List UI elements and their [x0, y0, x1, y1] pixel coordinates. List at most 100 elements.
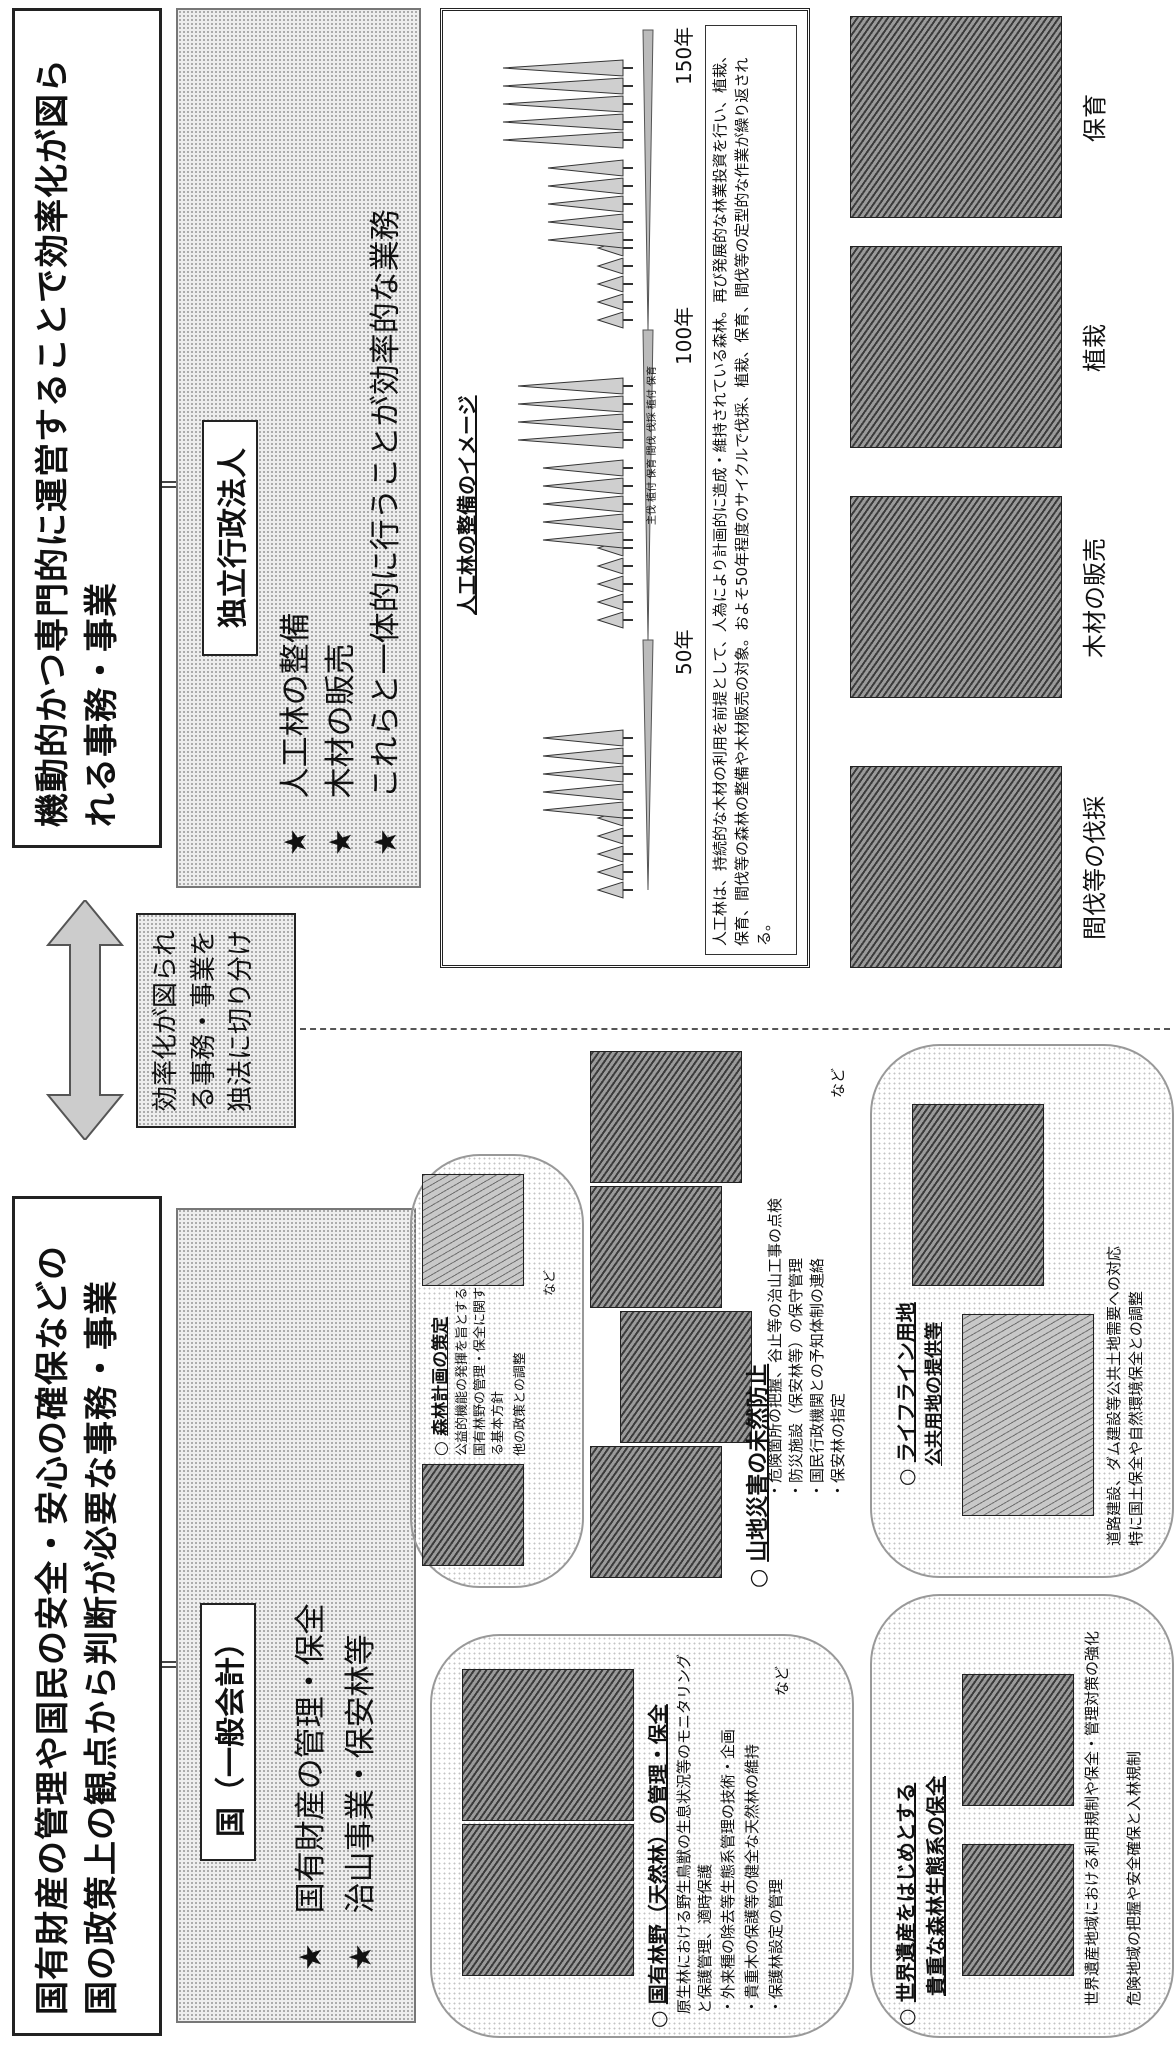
- forest-plan-photo-2: [422, 1174, 524, 1286]
- lifeline-line-2: 特に国土保全や自然環境保全との調整: [1127, 1291, 1145, 1546]
- natural-forest-nado: など: [773, 1665, 791, 1696]
- heritage-line-2: 危険地域の把握や安全確保と入林規制: [1125, 1750, 1143, 2006]
- right-panel-title: 独立行政法人: [202, 420, 258, 656]
- right-item-2: ★ 木材の販売: [323, 643, 359, 856]
- caption-thinning: 間伐等の伐採: [1081, 796, 1109, 940]
- tree-icon: [542, 783, 624, 801]
- caption-nurturing: 保育: [1081, 94, 1109, 142]
- lifeline-line-1: 道路建設、ダム建設等公共土地需要への対応: [1105, 1245, 1123, 1546]
- circle-icon: ○: [894, 1462, 918, 1486]
- mountain-section: ○ 山地災害の未然防止 ・危険箇所の把握、谷止等の治山工事の点検 ・防災施設（保…: [590, 1048, 850, 1588]
- tree-icon: [547, 213, 624, 231]
- tree-icon: [542, 513, 624, 531]
- tree-icon: [542, 765, 624, 783]
- tree-icon: [517, 395, 624, 413]
- tree-icon: [596, 311, 624, 329]
- tree-icon: [502, 131, 624, 149]
- right-header-text: 機動的かつ専門的に運営することで効率化が図られる事務・事業: [33, 58, 123, 827]
- left-header-text: 国有財産の管理や国民の安全・安心の確保などの国の政策上の観点から判断が必要な事務…: [33, 1245, 123, 2015]
- tree-icon: [547, 177, 624, 195]
- right-header-box: 機動的かつ専門的に運営することで効率化が図られる事務・事業: [12, 8, 162, 848]
- left-item-2: ★ 治山事業・保安林等: [343, 1634, 379, 1971]
- lifeline-photo-1: [962, 1314, 1094, 1516]
- heritage-line-1: 世界遺産地域における利用規制や保全・管理対策の強化: [1083, 1630, 1101, 2006]
- forest-image-panel: 人工林の整備のイメージ 主伐 植付 保育 間伐 伐採 植付 保育 50年 100…: [440, 8, 810, 968]
- tree-icon: [596, 293, 624, 311]
- tree-icon: [542, 477, 624, 495]
- circle-icon: ○: [894, 2002, 918, 2026]
- tree-icon: [596, 863, 624, 881]
- tree-icon: [596, 611, 624, 629]
- mountain-line-4: ・保安林の指定: [829, 1392, 847, 1498]
- star-icon: ★: [343, 1943, 379, 1971]
- natural-forest-line-1: 原生林における野生鳥獣の生息状況等のモニタリングと保護管理、適時保護: [675, 1653, 714, 2014]
- natural-forest-bubble: ○ 国有林野（天然林）の管理・保全 原生林における野生鳥獣の生息状況等のモニタリ…: [430, 1634, 854, 2038]
- nurturing-photo: [850, 16, 1062, 218]
- tree-icon: [502, 77, 624, 95]
- left-panel-title: 国（一般会計）: [200, 1603, 256, 1861]
- mountain-photo-1: [590, 1446, 722, 1578]
- center-divider: [300, 1028, 1170, 1030]
- right-item-1: ★ 人工林の整備: [278, 612, 314, 856]
- star-icon: ★: [293, 1943, 329, 1971]
- tree-icon: [517, 413, 624, 431]
- lifeline-photo-2: [912, 1104, 1044, 1286]
- lifeline-title-2: 公共用地の提供等: [924, 1322, 945, 1466]
- natural-forest-line-2: ・外来種の除去等生態系管理の技術・企画: [719, 1728, 737, 2014]
- left-item-1: ★ 国有財産の管理・保全: [293, 1603, 329, 1971]
- tree-icon: [502, 95, 624, 113]
- mountain-photo-4: [590, 1051, 742, 1183]
- star-icon: ★: [323, 828, 359, 856]
- tree-icon: [502, 59, 624, 77]
- year-50: 50年: [672, 629, 696, 675]
- heritage-photo-1: [962, 1844, 1074, 1976]
- tree-icon: [596, 275, 624, 293]
- circle-icon: ○: [431, 1435, 451, 1456]
- double-arrow-icon: [45, 900, 125, 1140]
- forest-plan-photo-1: [422, 1464, 524, 1566]
- natural-forest-line-4: ・保護林設定の管理: [767, 1878, 785, 2014]
- tree-icon: [542, 801, 624, 819]
- timber-sales-photo: [850, 496, 1062, 698]
- mountain-line-2: ・防災施設（保安林等）の保守管理: [787, 1257, 805, 1498]
- heritage-photo-2: [962, 1674, 1074, 1806]
- lifeline-bubble: ○ ライフライン用地 公共用地の提供等 道路建設、ダム建設等公共土地需要への対応…: [870, 1044, 1174, 1578]
- natural-forest-photo-2: [462, 1669, 634, 1821]
- tree-icon: [596, 881, 624, 899]
- stage-labels: 主伐 植付 保育 間伐 伐採 植付 保育: [647, 365, 658, 525]
- heritage-title-2: 貴重な森林生態系の保全: [924, 1776, 948, 1996]
- left-header-box: 国有財産の管理や国民の安全・安心の確保などの国の政策上の観点から判断が必要な事務…: [12, 1196, 162, 2036]
- tree-icon: [596, 593, 624, 611]
- tree-icon: [542, 495, 624, 513]
- star-icon: ★: [368, 828, 404, 856]
- tree-icon: [542, 531, 624, 549]
- mountain-line-1: ・危険箇所の把握、谷止等の治山工事の点検: [766, 1197, 784, 1498]
- year-150: 150年: [672, 26, 696, 85]
- tree-icon: [596, 257, 624, 275]
- tree-icon: [596, 827, 624, 845]
- forest-plan-line-1: 公益的機能の発揮を旨とする国有林野の管理・保全に関する基本方針: [455, 1286, 507, 1456]
- circle-icon: ○: [746, 1561, 771, 1588]
- mountain-photo-3: [590, 1186, 722, 1308]
- tree-icon: [547, 231, 624, 249]
- tree-icon: [542, 459, 624, 477]
- tree-icon: [547, 195, 624, 213]
- planting-photo: [850, 246, 1062, 448]
- right-connector: [162, 481, 176, 488]
- center-box: 効率化が図られる事務・事業を独法に切り分け: [136, 913, 296, 1128]
- natural-forest-line-3: ・貴重木の保護等の健全な天然林の維持: [743, 1743, 761, 2014]
- tree-icon: [542, 729, 624, 747]
- mountain-line-3: ・国民行政機関との予知体制の連絡: [808, 1258, 826, 1498]
- tree-icon: [596, 845, 624, 863]
- caption-timber-sales: 木材の販売: [1081, 538, 1109, 658]
- tree-icon: [517, 377, 624, 395]
- star-icon: ★: [278, 828, 314, 856]
- right-panel: 独立行政法人 ★ 人工林の整備 ★ 木材の販売 ★ これらと一体的に行うことが効…: [176, 8, 421, 888]
- forest-illustration: [502, 29, 654, 899]
- tree-icon: [596, 575, 624, 593]
- natural-forest-photo-1: [462, 1824, 634, 1976]
- heritage-title: ○ 世界遺産をはじめとする: [894, 1782, 918, 2026]
- left-panel: 国（一般会計） ★ 国有財産の管理・保全 ★ 治山事業・保安林等: [176, 1208, 416, 2023]
- lifeline-title: ○ ライフライン用地: [894, 1302, 918, 1486]
